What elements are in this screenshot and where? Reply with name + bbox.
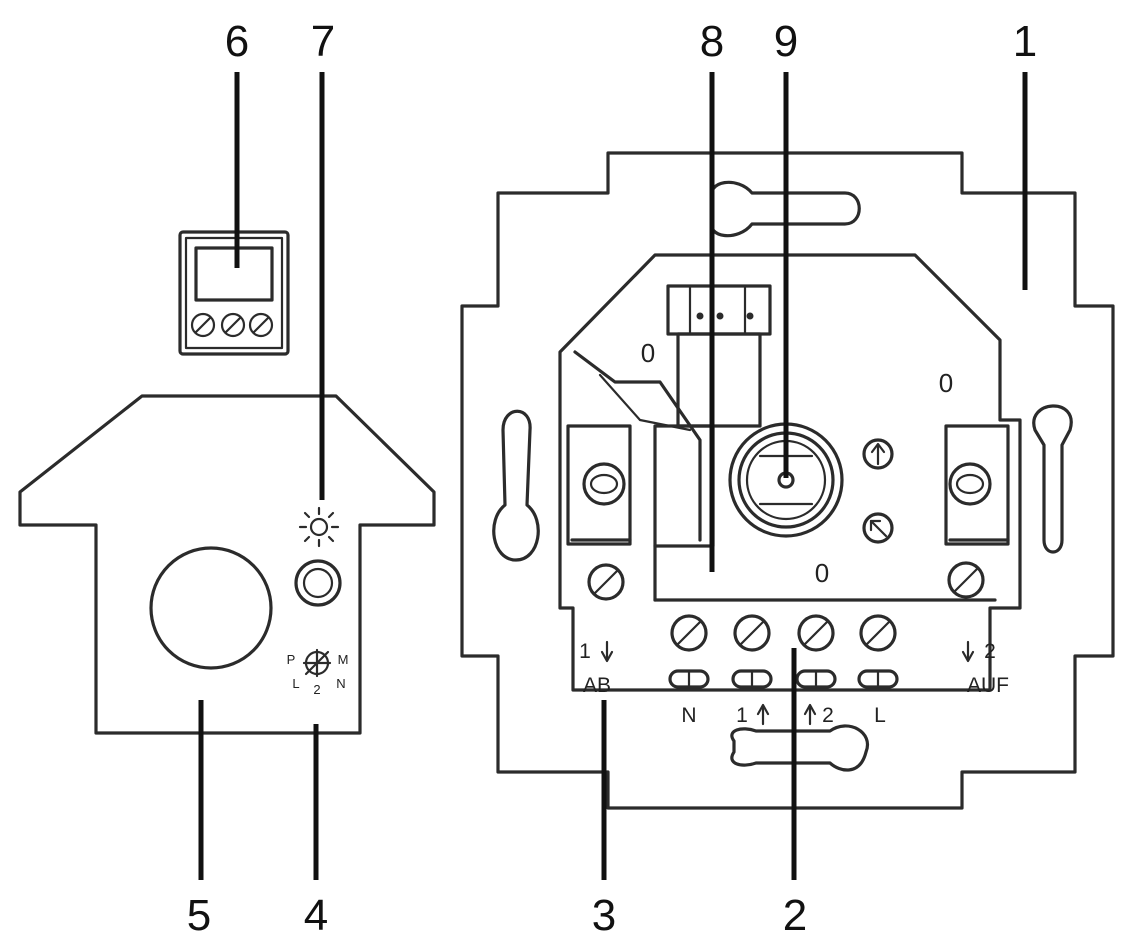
cover-plate: P M L 2 N [18, 394, 436, 735]
callout-1: 1 [1013, 17, 1037, 66]
auf-label: AUF [967, 674, 1009, 697]
diagonal-arrow-icon [862, 512, 894, 544]
terminal-screws [668, 614, 899, 689]
callout-9: 9 [774, 17, 798, 66]
terminal-n-label: N [681, 704, 696, 727]
zero-mark-right: 0 [939, 368, 953, 398]
auf-number: 2 [984, 640, 996, 663]
callout-3: 3 [592, 891, 616, 940]
sun-icon [298, 506, 340, 548]
ab-number: 1 [579, 640, 591, 663]
leader-lines [198, 72, 1028, 880]
callout-5: 5 [187, 891, 211, 940]
insert-frame [460, 151, 1115, 810]
timer-module [178, 230, 290, 356]
zero-mark-bottom: 0 [815, 558, 829, 588]
mode-selector-icon [302, 648, 332, 678]
callout-2: 2 [783, 891, 807, 940]
selector-p: P [287, 652, 296, 667]
terminal-2-label: 2 [822, 704, 834, 727]
callout-7: 7 [311, 17, 335, 66]
callout-4: 4 [304, 891, 328, 940]
callouts: 6 7 8 9 1 5 4 3 2 [187, 17, 1037, 940]
up-arrow-icon [756, 703, 770, 726]
ab-label: AB [583, 674, 611, 697]
up-arrow-icon [803, 703, 817, 726]
terminal-l-label: L [874, 704, 886, 727]
insert-mechanism: 0 0 0 1 AB 2 AUF N 1 [558, 253, 1022, 727]
selector-l: L [292, 676, 299, 691]
selector-n: N [336, 676, 345, 691]
down-arrow-icon [961, 640, 975, 663]
callout-6: 6 [225, 17, 249, 66]
selector-2: 2 [313, 682, 320, 697]
terminal-1-label: 1 [736, 704, 748, 727]
callout-8: 8 [700, 17, 724, 66]
selector-m: M [338, 652, 349, 667]
down-arrow-icon [600, 640, 614, 663]
zero-mark-left: 0 [641, 338, 655, 368]
up-arrow-icon [862, 438, 894, 470]
